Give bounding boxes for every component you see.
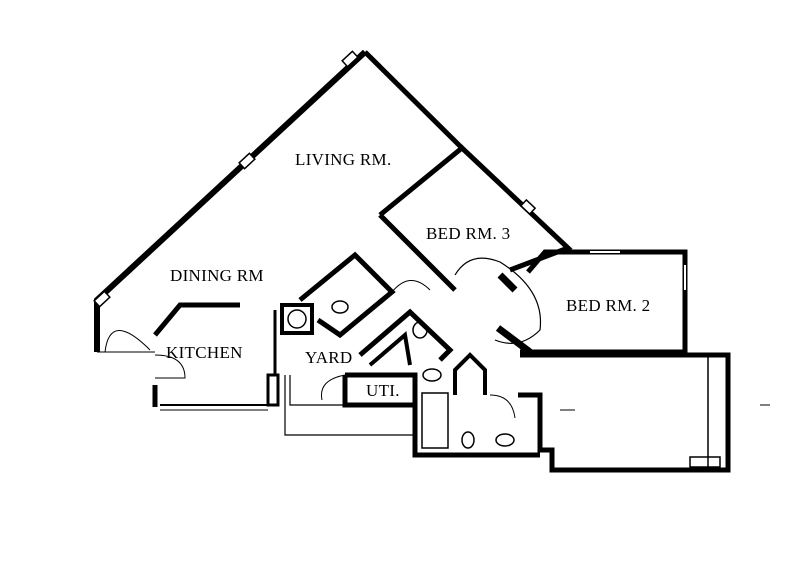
bed3-lower-wall bbox=[378, 213, 457, 292]
toilet bbox=[412, 321, 428, 339]
bed3-wall bbox=[378, 144, 573, 273]
lower-room-wall bbox=[520, 352, 731, 473]
washer bbox=[280, 303, 314, 335]
room-label-yard: YARD bbox=[305, 348, 353, 367]
column bbox=[266, 373, 280, 407]
bath-wall bbox=[412, 390, 540, 458]
door-swing bbox=[154, 354, 186, 379]
door-swing bbox=[104, 330, 151, 353]
basin bbox=[495, 433, 515, 447]
door-swing bbox=[320, 374, 346, 401]
door-swing bbox=[391, 280, 431, 293]
bed2-wall bbox=[520, 249, 688, 355]
basin bbox=[422, 368, 442, 382]
room-label-dining: DINING RM bbox=[170, 266, 264, 285]
shower bbox=[368, 331, 412, 367]
kitchen-wall bbox=[153, 302, 240, 337]
toilet bbox=[461, 431, 475, 449]
window bbox=[519, 198, 537, 216]
window bbox=[341, 50, 359, 68]
room-label-kitchen: KITCHEN bbox=[166, 343, 243, 362]
room-label-bed2: BED RM. 2 bbox=[566, 296, 651, 315]
yard-wall bbox=[284, 375, 415, 436]
door-panel bbox=[497, 272, 518, 293]
planter bbox=[689, 456, 721, 468]
window bbox=[93, 290, 111, 308]
window bbox=[238, 152, 256, 170]
wc2-wall bbox=[358, 308, 454, 362]
door-panel bbox=[495, 325, 533, 355]
bathtub bbox=[421, 392, 449, 449]
utility-wall bbox=[342, 372, 418, 408]
door-swing bbox=[489, 394, 516, 419]
room-label-utility: UTI. bbox=[366, 381, 400, 400]
room-label-bed3: BED RM. 3 bbox=[426, 224, 511, 243]
shower bbox=[453, 352, 487, 395]
room-label-living: LIVING RM. bbox=[295, 150, 392, 169]
living-right-wall bbox=[363, 50, 464, 150]
lower-room-wall bbox=[518, 392, 690, 473]
yard-wall bbox=[289, 375, 345, 406]
toilet bbox=[331, 300, 349, 314]
washer-drum bbox=[287, 309, 307, 329]
